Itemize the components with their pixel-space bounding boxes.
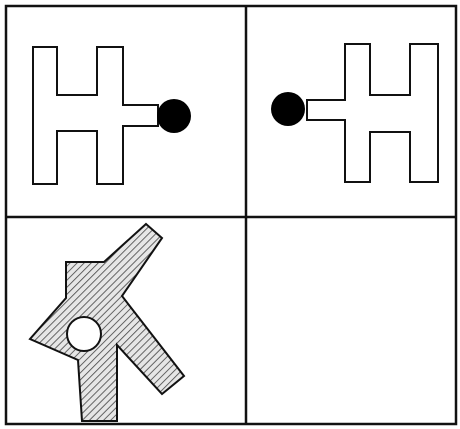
hole-circle	[67, 317, 101, 351]
dot-left	[271, 92, 305, 126]
dot-right	[157, 99, 191, 133]
cell-bottom-right-empty	[248, 219, 454, 422]
